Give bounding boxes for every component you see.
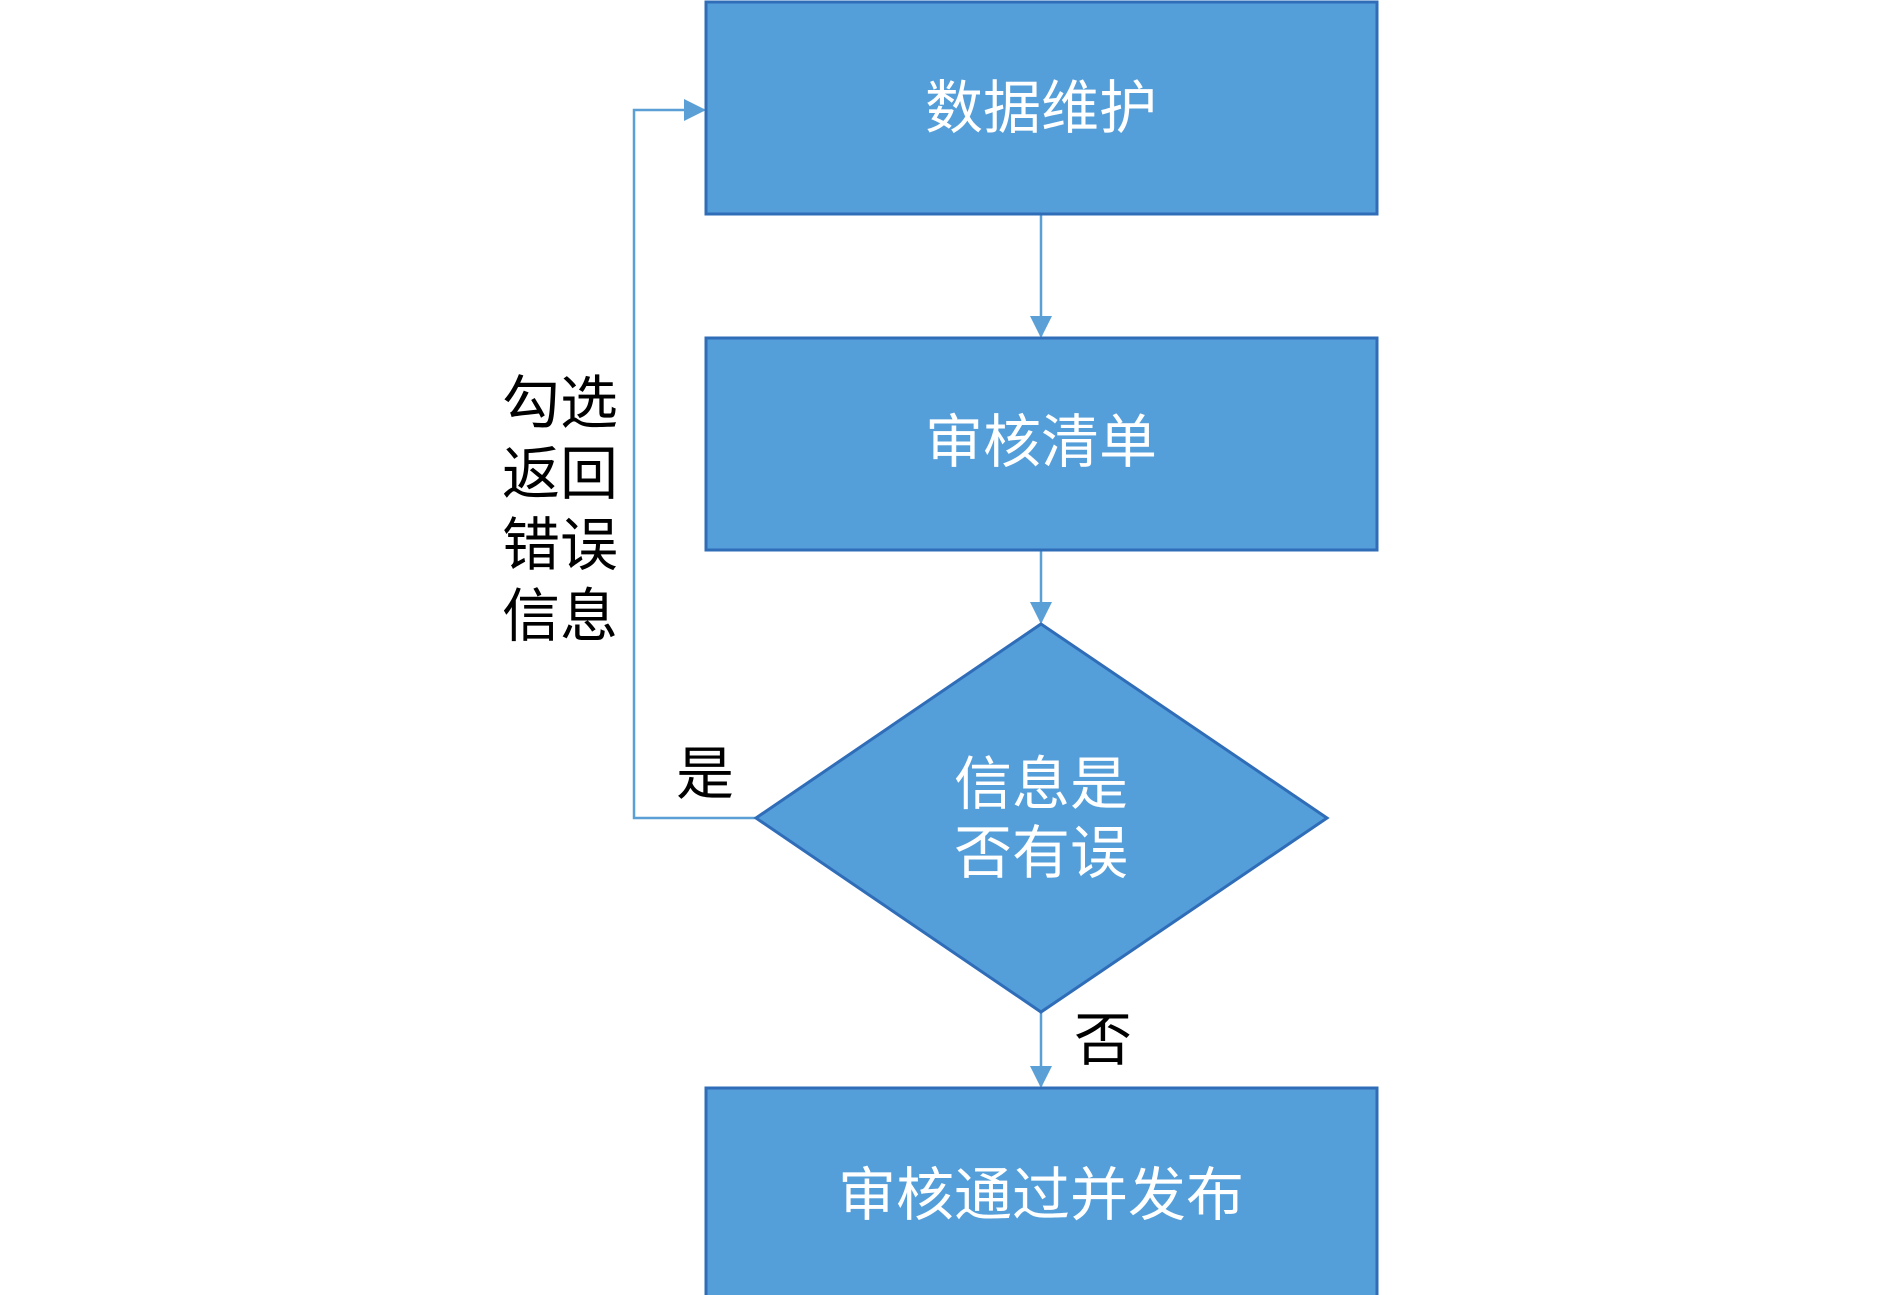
- node-decision-label-line1: 信息是: [954, 750, 1128, 818]
- edge-label-yes: 是: [676, 740, 734, 808]
- node-review-list-label: 审核清单: [925, 408, 1157, 476]
- edge-label-no: 否: [1074, 1006, 1132, 1074]
- edge-label-loop-line3: 错误: [502, 511, 618, 579]
- node-data-maintenance: 数据维护: [704, 0, 1379, 216]
- node-data-maintenance-box: [704, 0, 1379, 216]
- node-review-list: 审核清单: [704, 336, 1379, 552]
- node-decision-label-line2: 否有误: [954, 819, 1128, 887]
- connectors: [632, 99, 1052, 1088]
- node-approve-publish-box: [704, 1086, 1379, 1295]
- node-data-maintenance-label: 数据维护: [925, 74, 1157, 142]
- node-decision-diamond: [753, 622, 1330, 1014]
- node-decision: 信息是 否有误: [753, 622, 1330, 1014]
- arrow-yes-loop-back: [632, 99, 756, 820]
- edge-label-loop-line2: 返回: [502, 440, 618, 508]
- edge-label-loop-line1: 勾选: [502, 369, 618, 437]
- node-review-list-box: [704, 336, 1379, 552]
- edge-label-loop: 勾选 返回 错误 信息: [502, 369, 618, 650]
- edge-label-loop-line4: 信息: [502, 582, 618, 650]
- node-approve-publish-label: 审核通过并发布: [838, 1161, 1244, 1229]
- node-approve-publish: 审核通过并发布: [704, 1086, 1379, 1295]
